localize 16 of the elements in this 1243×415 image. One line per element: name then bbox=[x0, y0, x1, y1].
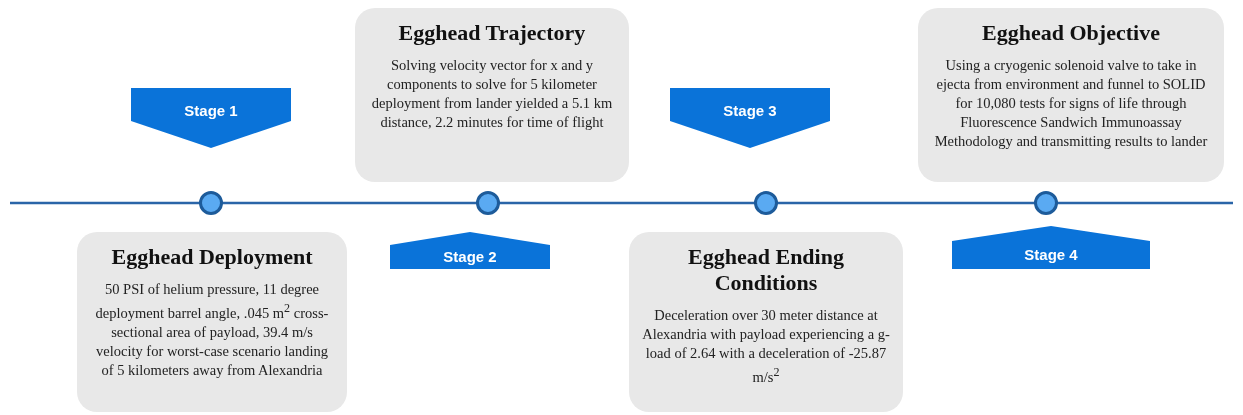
card-heading: Egghead Objective bbox=[981, 20, 1161, 46]
timeline-marker bbox=[754, 191, 778, 215]
card-heading: Egghead Trajectory bbox=[397, 20, 587, 46]
card-text: Using a cryogenic solenoid valve to take in ejecta from environment and funnel to SOLID for 10,080 tests for signs of life through Fluorescence Sandwich Immunoassay Methodology and transmitting results to lander bbox=[933, 56, 1209, 151]
card-heading: Egghead Deployment bbox=[110, 244, 314, 270]
timeline-marker bbox=[1034, 191, 1058, 215]
stage-banner: Stage 1 bbox=[131, 88, 291, 148]
card-text: 50 PSI of helium pressure, 11 degree deployment barrel angle, .045 m$^{2}$ cross-sectional area of payload, 39.4 m/s velocity for worst-case scenario landing of 5 kilometers away from Alexandria bbox=[94, 280, 330, 380]
timeline-marker bbox=[476, 191, 500, 215]
timeline-marker bbox=[199, 191, 223, 215]
stage-banner: Stage 4 bbox=[952, 226, 1150, 269]
stage-banner: Stage 2 bbox=[390, 232, 550, 269]
card-text: Deceleration over 30 meter distance at Alexandria with payload experiencing a g-load of 2.64 with a deceleration of -25.87 m/s$^{2}$ bbox=[641, 306, 891, 387]
card-text: Solving velocity vector for x and y components to solve for 5 kilometer deployment from lander yielded a 5.1 km distance, 2.2 minutes for time of flight bbox=[370, 56, 614, 132]
card-heading: Egghead Ending Conditions bbox=[687, 244, 845, 296]
stage-banner: Stage 3 bbox=[670, 88, 830, 148]
